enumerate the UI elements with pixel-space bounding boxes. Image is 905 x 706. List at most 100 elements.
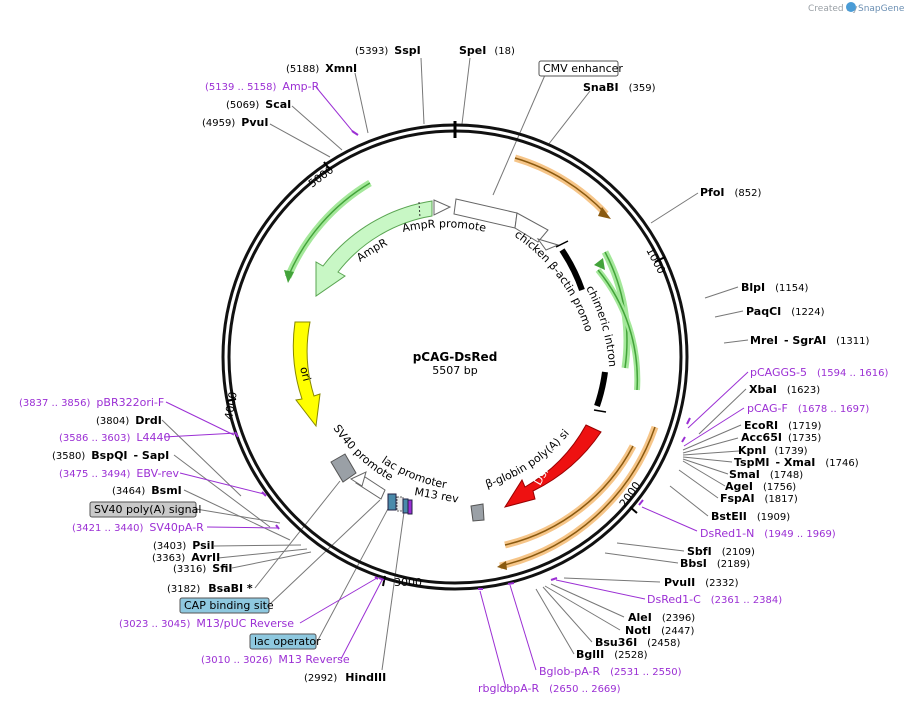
site-noti[interactable]: NotI(2447) [625,624,694,637]
primer-pcaggs-5[interactable]: pCAGGS-5(1594 .. 1616) [750,366,889,379]
site-sbfi[interactable]: SbfI(2109) [687,545,755,558]
cmv-enhancer-highlight [514,154,609,217]
site-ecori[interactable]: EcoRI(1719) [744,419,822,432]
primer-l4440[interactable]: (3586 .. 3603)L4440 [59,431,171,444]
primer-pcag-f[interactable]: pCAG-F(1678 .. 1697) [747,402,869,415]
chimeric-intron-bar [594,371,608,407]
site-xmni[interactable]: (5188)XmnI [286,62,357,75]
primer-box[interactable] [407,499,413,515]
plasmid-name: pCAG-DsRed [413,350,498,364]
site-pvuii[interactable]: PvuII(2332) [664,576,739,589]
site-avrii[interactable]: (3363)AvrII [152,551,220,564]
ampr-junction-marker [418,201,421,219]
site-sspi[interactable]: (5393)SspI [355,44,421,57]
site-tspmi[interactable]: TspMI- XmaI(1746) [734,456,859,469]
primer-pbr322ori-f[interactable]: (3837 .. 3856)pBR322ori-F [19,396,164,409]
feature-label-ori: ori [297,365,313,382]
primer-rbglobpa-r[interactable]: rbglobpA-R(2650 .. 2669) [478,682,621,695]
snapgene-credit: Created by SnapGene [808,2,905,14]
sv40-promoter-feature[interactable] [330,453,357,483]
site-blpi[interactable]: BlpI(1154) [741,281,808,294]
site-drdi[interactable]: (3804)DrdI [96,414,162,427]
dsred2-feature[interactable] [503,424,602,508]
ori-feature[interactable] [292,321,321,428]
site-kpni[interactable]: KpnI(1739) [738,444,808,457]
credit-prefix: Created by [808,4,858,14]
chimeric-boundary-marker [593,409,607,413]
primer-ebv-rev[interactable]: (3475 .. 3494)EBV-rev [59,467,179,480]
site-psii[interactable]: (3403)PsiI [153,539,215,552]
site-scai[interactable]: (5069)ScaI [226,98,291,111]
snapgene-logo-icon [846,2,856,12]
chicken-beta-actin-bar [559,248,585,292]
site-bsteii[interactable]: BstEII(1909) [711,510,790,523]
svg-text:lac operator: lac operator [254,635,321,648]
primer-marks [234,130,691,590]
primer-labels: (5139 .. 5158)Amp-R pCAGGS-5(1594 .. 161… [19,80,889,695]
beta-globin-polya-feature[interactable] [470,503,485,522]
site-smai[interactable]: SmaI(1748) [729,468,803,481]
credit-brand: SnapGene [858,4,905,14]
primer-amp-r[interactable]: (5139 .. 5158)Amp-R [205,80,320,93]
dsred-orf-inner-arrow [504,445,634,546]
svg-text:CMV enhancer: CMV enhancer [543,62,623,75]
chicken-promoter-arrow [597,269,639,391]
site-xbai[interactable]: XbaI(1623) [749,383,820,396]
tick-3000: 3000 [394,576,422,589]
site-agei[interactable]: AgeI(1756) [725,480,796,493]
svg-text:CAP binding site: CAP binding site [184,599,274,612]
cmv-segment-arrowhead-icon [536,238,560,251]
sv40-polya-label[interactable]: SV40 poly(A) signal [89,501,201,518]
site-spei[interactable]: SpeI(18) [459,44,515,57]
cap-binding-site-label[interactable]: CAP binding site [179,597,274,614]
site-bsu36i[interactable]: Bsu36I(2458) [595,636,681,649]
primer-dsred1-c[interactable]: DsRed1-C(2361 .. 2384) [647,593,782,606]
site-hindiii[interactable]: (2992)HindIII [304,671,386,684]
site-paqci[interactable]: PaqCI(1224) [746,305,825,318]
ampr-promoter-arrowhead-icon [433,199,452,216]
site-bbsi[interactable]: BbsI(2189) [680,557,750,570]
site-acc65i[interactable]: Acc65I(1735) [741,431,821,444]
cmv-feature-segment [514,212,549,243]
restriction-site-labels: (5393)SspI SpeI(18) (5188)XmnI (5069)Sca… [52,44,870,684]
cmv-enhancer-label[interactable]: CMV enhancer [538,60,623,77]
site-bsabi[interactable]: (3182)BsaBI * [167,582,253,595]
chicken-boundary-marker [555,240,569,248]
primer-leader-lines [163,86,749,689]
site-mrei[interactable]: MreI- SgrAI(1311) [750,334,870,347]
primer-m13-puc-reverse[interactable]: (3023 .. 3045)M13/pUC Reverse [119,617,294,630]
cmv-arrowhead-icon [598,207,611,219]
lac-operator-label[interactable]: lac operator [249,633,321,650]
chimeric-arrowhead-icon [594,258,605,270]
site-pvui[interactable]: (4959)PvuI [202,116,268,129]
dsred-outer-arrowhead-icon [497,561,507,570]
ampr-outer-arrow [287,182,371,278]
m13-rev-box[interactable] [396,496,404,512]
lac-promoter-arrowhead-icon [349,471,367,487]
primer-sv40pa-r[interactable]: (3421 .. 3440)SV40pA-R [72,521,204,534]
plasmid-length: 5507 bp [432,364,477,377]
svg-text:SV40 poly(A) signal: SV40 poly(A) signal [94,503,201,516]
dsred-orf-outer-arrow [499,426,656,567]
lac-operator-box[interactable] [402,498,409,514]
tick-1000: 1000 [643,245,668,276]
site-bsmi[interactable]: (3464)BsmI [112,484,182,497]
primer-m13-reverse[interactable]: (3010 .. 3026)M13 Reverse [201,653,350,666]
site-fspai[interactable]: FspAI(1817) [720,492,798,505]
tick-4000: 4000 [222,391,240,421]
site-bglii[interactable]: BglII(2528) [576,648,648,661]
feature-label-m13-rev: M13 rev [413,485,460,506]
site-alei[interactable]: AleI(2396) [628,611,695,624]
scale-ticks [226,161,666,587]
site-sfii[interactable]: (3316)SfiI [173,562,232,575]
ampr-feature[interactable] [315,200,433,297]
leader-lines [161,57,749,671]
cap-site-box[interactable] [387,493,397,511]
site-bspqi[interactable]: (3580)BspQI- SapI [52,449,169,462]
ampr-outer-arrowhead-icon [284,270,294,283]
primer-bglob-pa-r[interactable]: Bglob-pA-R(2531 .. 2550) [539,665,682,678]
primer-dsred1-n[interactable]: DsRed1-N(1949 .. 1969) [700,527,836,540]
site-pfoi[interactable]: PfoI(852) [700,186,761,199]
site-snabi[interactable]: SnaBI(359) [583,81,656,94]
